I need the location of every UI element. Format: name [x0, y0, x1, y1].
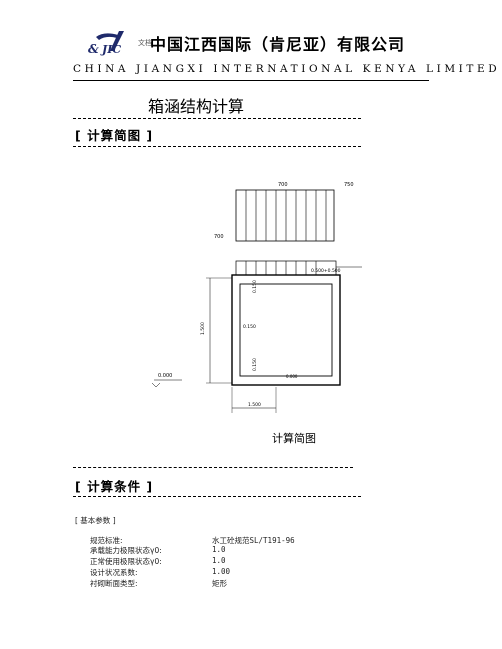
svg-text:&: & [88, 42, 99, 56]
section-heading-diagram: [ 计算简图 ] [75, 128, 154, 143]
header-rule [73, 80, 429, 81]
label-top-load-right: 750 [344, 182, 354, 188]
company-logo: & JIC [84, 29, 146, 56]
section-heading-conditions: [ 计算条件 ] [75, 479, 154, 494]
diagram-caption: 计算简图 [272, 432, 316, 445]
divider [73, 146, 361, 147]
param-label: 正常使用极限状态γ0: [90, 557, 162, 566]
divider [73, 467, 353, 468]
param-value: 1.0 [212, 556, 226, 565]
label-height-dim: 1.500 [200, 322, 206, 335]
param-label: 设计状况系数: [90, 568, 138, 577]
param-value: 水工砼规范SL/T191-96 [212, 536, 295, 545]
param-label: 规范标准: [90, 536, 123, 545]
company-name-en: CHINA JIANGXI INTERNATIONAL KENYA LIMITE… [73, 63, 501, 75]
label-inner-top: 0.150 [252, 280, 258, 293]
svg-text:JIC: JIC [100, 43, 121, 56]
label-left-load: 700 [214, 234, 224, 240]
divider [73, 118, 361, 119]
document-title: 箱涵结构计算 [148, 97, 245, 116]
logo-caption: 文档 [138, 39, 152, 47]
label-width-dim: 1.500 [248, 402, 261, 408]
param-label: 衬砌断面类型: [90, 579, 138, 588]
label-inner-bottom: 0.150 [252, 358, 258, 371]
basic-params-title: [ 基本参数 ] [75, 516, 116, 525]
label-inner-mid: 0.150 [243, 324, 256, 330]
param-value: 1.00 [212, 567, 231, 576]
label-top-load-left: 700 [278, 182, 288, 188]
label-inner-floor: 0.000 [286, 374, 298, 379]
calculation-diagram: 700 750 700 0.500+0.500 0.150 0.150 0.15… [140, 175, 380, 445]
param-value: 矩形 [212, 579, 227, 588]
param-value: 1.0 [212, 545, 226, 554]
param-label: 承载能力极限状态γ0: [90, 546, 162, 555]
divider [73, 496, 361, 497]
company-name-cn: 中国江西国际（肯尼亚）有限公司 [150, 35, 406, 54]
label-right-dim: 0.500+0.500 [311, 268, 341, 274]
label-left-elev: 0.000 [158, 373, 172, 379]
